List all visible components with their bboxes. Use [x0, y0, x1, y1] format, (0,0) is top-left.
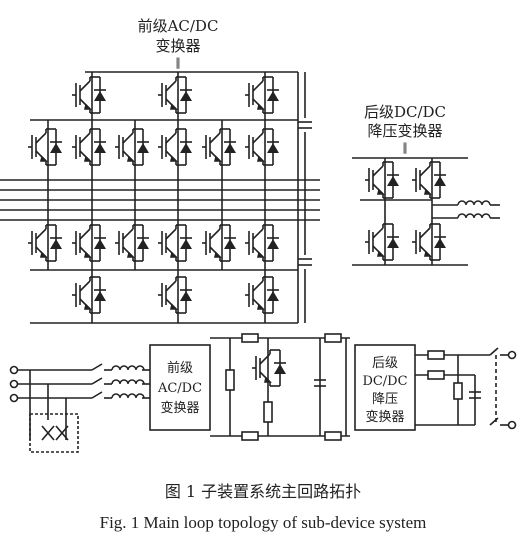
front-block-line3: 变换器 [160, 400, 199, 416]
rear-block-line4: 变换器 [365, 409, 404, 425]
rear-stage-label-line2: 降压变换器 [367, 122, 442, 140]
front-stage-label: 前级AC/DC 变换器 ‖ [138, 17, 219, 70]
caption-english: Fig. 1 Main loop topology of sub-device … [100, 513, 427, 532]
rear-stage-label: 后级DC/DC 降压变换器 ‖ [364, 103, 446, 155]
front-block-line2: AC/DC [157, 381, 202, 396]
rear-block-line2: DC/DC [362, 374, 407, 389]
caption-chinese: 图 1 子装置系统主回路拓扑 [165, 482, 361, 501]
rear-stage-converter-schematic [352, 157, 500, 266]
rear-stage-block: 后级 DC/DC 降压 变换器 [362, 356, 407, 425]
front-stage-equiv-mark: ‖ [175, 56, 181, 70]
input-inductors [111, 365, 145, 399]
rear-stage-igbt-modules [364, 161, 447, 261]
rear-stage-output-inductors [457, 200, 491, 219]
rear-stage-label-line1: 后级DC/DC [364, 103, 446, 121]
system-block-diagram [9, 333, 517, 453]
rear-stage-equiv-mark: ‖ [402, 141, 408, 155]
dc-link-igbt [251, 349, 287, 387]
rear-block-line1: 后级 [372, 356, 398, 371]
front-stage-label-line1: 前级AC/DC [138, 17, 219, 35]
front-block-line1: 前级 [167, 360, 193, 376]
rear-block-line3: 降压 [372, 392, 398, 407]
front-stage-converter-schematic [0, 71, 320, 324]
front-stage-label-line2: 变换器 [155, 37, 200, 55]
front-stage-igbt-modules [27, 76, 280, 314]
front-stage-block: 前级 AC/DC 变换器 [157, 360, 202, 416]
